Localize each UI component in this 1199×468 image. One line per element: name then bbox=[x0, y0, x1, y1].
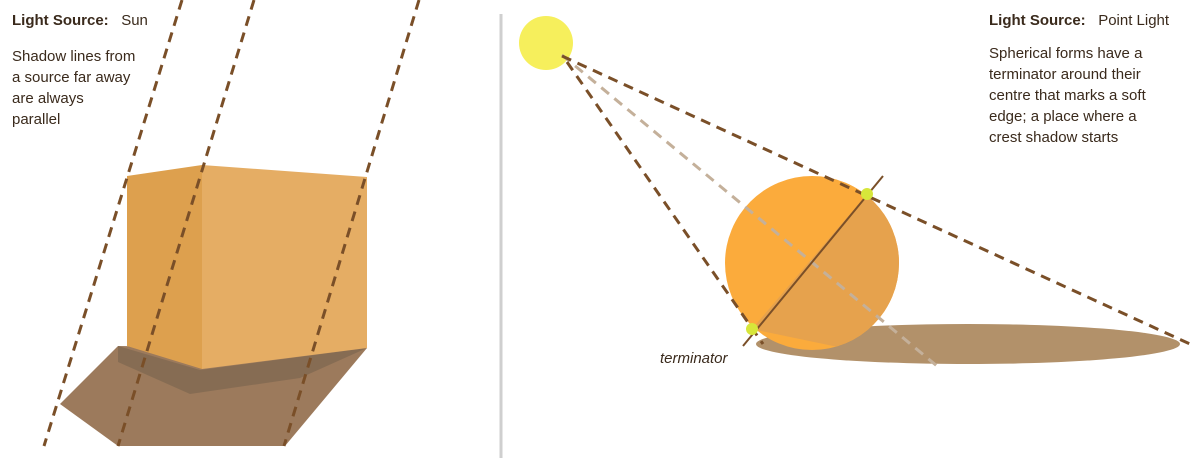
cube-front-face bbox=[202, 165, 367, 369]
sun-ray-1 bbox=[42, 0, 184, 447]
left-light-source-heading: Light Source: Sun bbox=[12, 11, 148, 31]
terminator-dot-top bbox=[861, 188, 873, 200]
point-light-source bbox=[519, 16, 573, 70]
terminator-label: terminator bbox=[660, 350, 728, 367]
cube-side-face bbox=[127, 165, 202, 369]
sun-ray-2 bbox=[116, 0, 256, 447]
right-description: Spherical forms have a terminator around… bbox=[989, 45, 1146, 146]
left-description: Shadow lines from a source far away are … bbox=[12, 48, 136, 128]
terminator-line bbox=[742, 175, 884, 347]
sphere-dark-side bbox=[752, 180, 899, 350]
cube-contact-shadow bbox=[118, 346, 367, 394]
parallel-shadow-lines bbox=[42, 0, 421, 447]
sun-ray-3 bbox=[282, 0, 421, 447]
light-ray-center bbox=[561, 53, 938, 368]
terminator-dot-bottom bbox=[746, 323, 758, 335]
left-light-source-value: Sun bbox=[121, 12, 148, 29]
light-ray-top bbox=[561, 54, 1191, 346]
left-light-source-label: Light Source: bbox=[12, 12, 109, 29]
point-light-rays bbox=[561, 54, 1191, 346]
right-light-source-heading: Light Source: Point Light bbox=[989, 11, 1169, 31]
light-ray-bottom bbox=[565, 61, 765, 345]
right-light-source-label: Light Source: bbox=[989, 12, 1086, 29]
right-light-source-value: Point Light bbox=[1098, 12, 1170, 29]
